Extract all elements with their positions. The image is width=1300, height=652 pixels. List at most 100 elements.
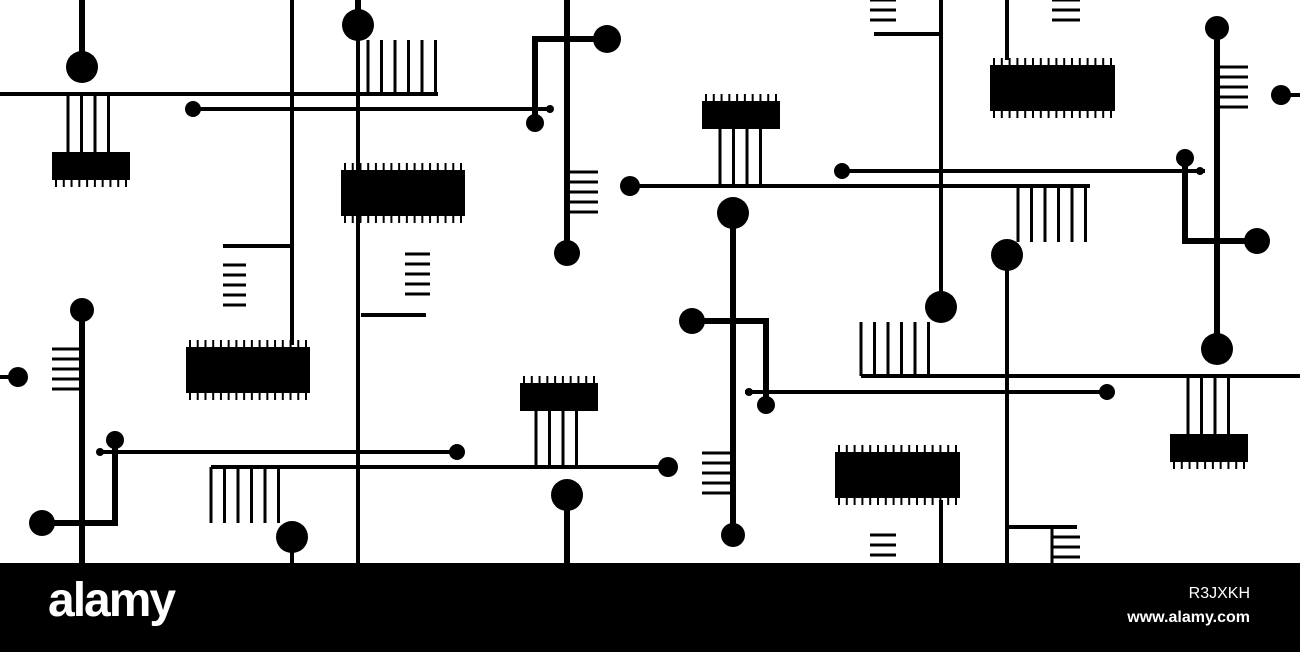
chip-pin	[947, 445, 950, 452]
chip-pin	[1016, 58, 1019, 65]
chip-pin	[266, 393, 269, 400]
trace-node	[342, 9, 374, 41]
chip-pin	[585, 376, 588, 383]
chip-pin	[243, 340, 246, 347]
chip-pin	[219, 393, 222, 400]
chip-pin	[452, 163, 455, 170]
chip-pin	[1211, 462, 1214, 469]
microchip	[520, 376, 598, 411]
trace-node	[1201, 333, 1233, 365]
chip-pin	[1204, 462, 1207, 469]
trace-node	[925, 291, 957, 323]
chip-pin	[235, 393, 238, 400]
chip-pin	[1008, 58, 1011, 65]
chip-pin	[1180, 462, 1183, 469]
chip-pin	[421, 163, 424, 170]
chip-body	[52, 152, 130, 180]
chip-pin	[1078, 58, 1081, 65]
chip-pin	[274, 393, 277, 400]
chip-pin	[705, 94, 707, 101]
chip-pin	[845, 445, 848, 452]
chip-pin	[869, 498, 872, 505]
chip-pin	[538, 376, 541, 383]
trace-node	[551, 479, 583, 511]
chip-pin	[931, 498, 934, 505]
trace-path	[532, 36, 607, 123]
chip-pin	[1039, 111, 1042, 118]
chip-pin	[546, 376, 549, 383]
trace-node	[8, 367, 28, 387]
chip-pin	[413, 163, 416, 170]
trace-node	[620, 176, 640, 196]
chip-body	[520, 383, 598, 411]
chip-pin	[530, 376, 533, 383]
chip-pin	[460, 216, 462, 223]
chip-pin	[367, 216, 370, 223]
chip-pin	[405, 163, 408, 170]
chip-pin	[892, 498, 895, 505]
chip-pin	[939, 498, 942, 505]
watermark-footer-bar: alamy R3JXKH www.alamy.com	[0, 563, 1300, 652]
chip-pin	[751, 94, 754, 101]
chip-pin	[359, 163, 362, 170]
chip-pin	[444, 163, 447, 170]
chip-pin	[243, 393, 246, 400]
microchip	[341, 163, 465, 223]
chip-pin	[1063, 58, 1066, 65]
chip-pin	[720, 94, 723, 101]
chip-pin	[1055, 111, 1058, 118]
chip-pin	[1173, 462, 1175, 469]
chip-pin	[1102, 58, 1105, 65]
chip-pin	[212, 393, 215, 400]
chip-pin	[1188, 462, 1191, 469]
microchip	[186, 340, 310, 400]
chip-pin	[577, 376, 580, 383]
chip-pin	[289, 393, 292, 400]
chip-body	[835, 452, 960, 498]
chip-pin	[93, 180, 96, 187]
chip-pin	[452, 216, 455, 223]
chip-pin	[297, 393, 300, 400]
chip-pin	[212, 340, 215, 347]
chip-pin	[351, 216, 354, 223]
chip-pin	[1039, 58, 1042, 65]
trace-node	[991, 239, 1023, 271]
chip-pin	[382, 163, 385, 170]
microchip	[702, 94, 780, 129]
chip-pin	[266, 340, 269, 347]
chip-pin	[736, 94, 739, 101]
chip-pin	[523, 376, 525, 383]
chip-pin	[444, 216, 447, 223]
chip-pin	[916, 498, 918, 505]
trace-node	[526, 114, 544, 132]
chip-pin	[258, 393, 261, 400]
chip-pin	[62, 180, 65, 187]
chip-pin	[421, 216, 424, 223]
chip-pin	[344, 163, 346, 170]
chip-pin	[359, 216, 362, 223]
chip-pin	[204, 340, 207, 347]
chip-pin	[382, 216, 385, 223]
chip-pin	[1032, 111, 1034, 118]
chip-pin	[775, 94, 777, 101]
chip-pin	[900, 445, 903, 452]
chip-pin	[923, 445, 926, 452]
chip-pin	[344, 216, 346, 223]
microchip	[52, 152, 130, 187]
chip-pin	[405, 216, 408, 223]
chip-pin	[70, 180, 73, 187]
chip-pin	[1086, 111, 1089, 118]
trace-node	[185, 101, 201, 117]
chip-pin	[593, 376, 595, 383]
trace-node	[1271, 85, 1291, 105]
chip-pin	[712, 94, 715, 101]
chip-pin	[109, 180, 112, 187]
trace-node	[1196, 167, 1204, 175]
trace-node	[757, 396, 775, 414]
chip-pin	[861, 445, 864, 452]
chip-pin	[853, 445, 856, 452]
trace-node	[1205, 16, 1229, 40]
chip-pin	[1000, 111, 1003, 118]
chip-pin	[250, 340, 253, 347]
circuit-board-illustration	[0, 0, 1300, 563]
